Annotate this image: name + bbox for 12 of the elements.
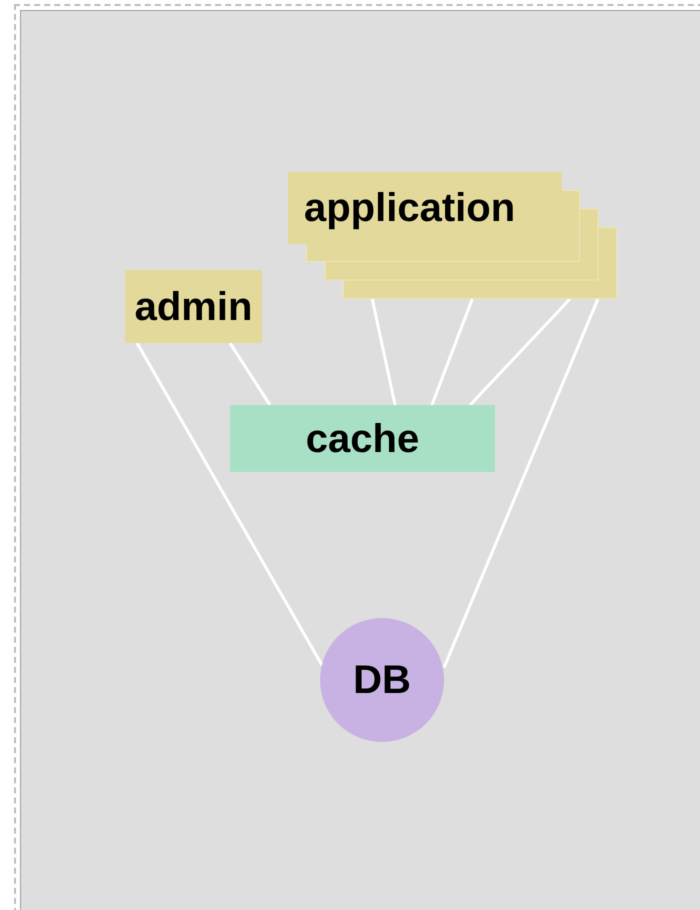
node-label: DB (353, 660, 411, 700)
connector-line (136, 342, 324, 666)
connector-line (442, 298, 600, 668)
node-label: admin (134, 286, 252, 326)
connector-line (228, 342, 272, 406)
connector-line (430, 298, 474, 406)
node-label: application (304, 188, 516, 228)
node-label: cache (306, 418, 420, 458)
connector-line (370, 298, 397, 406)
cache-box (230, 405, 495, 472)
process-box (125, 270, 262, 343)
connector-line (469, 298, 572, 406)
